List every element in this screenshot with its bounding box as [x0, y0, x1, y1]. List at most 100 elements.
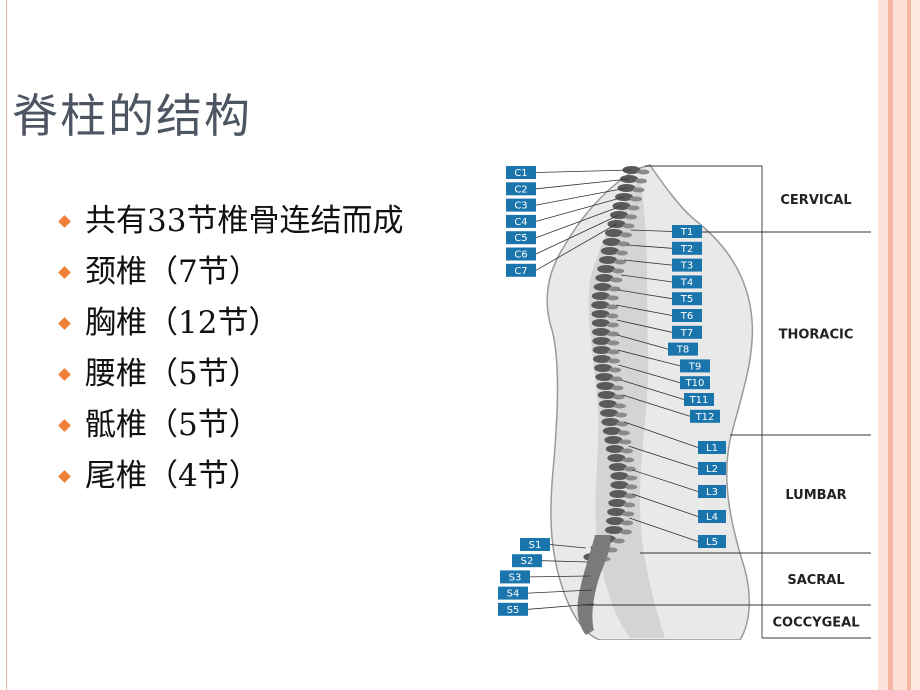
vertebra-body — [602, 427, 621, 435]
label-box — [506, 247, 536, 261]
vertebra-process — [625, 484, 638, 490]
vertebra-process — [607, 331, 620, 337]
vertebra-label-lumbar: L3 — [698, 485, 726, 498]
vertebra-label-cervical: C1 — [506, 166, 536, 179]
vertebra-process — [622, 511, 635, 517]
vertebra-process — [607, 340, 620, 346]
label-box — [506, 231, 536, 245]
label-text: C1 — [514, 168, 527, 179]
vertebra-body — [600, 247, 619, 255]
vertebra-process — [610, 277, 623, 283]
vertebra-body — [592, 337, 611, 345]
vertebra-process — [632, 187, 645, 193]
vertebra-process — [619, 232, 632, 238]
diamond-bullet-icon — [58, 317, 71, 330]
label-box — [506, 166, 536, 179]
thoracic-leader-line — [617, 349, 681, 367]
vertebra-body — [612, 202, 631, 210]
thoracic-leader-line — [616, 319, 673, 333]
vertebra-process — [617, 430, 630, 436]
thoracic-leader-line — [620, 274, 673, 283]
bullet-item: 尾椎（4节） — [58, 451, 403, 502]
region-bracket-coccygeal: COCCYGEAL — [580, 604, 871, 639]
label-text: T9 — [688, 361, 701, 372]
lumbar-leader-line — [632, 493, 699, 517]
vertebra-label-sacral: S5 — [498, 602, 528, 616]
label-box — [684, 393, 714, 406]
bullet-item: 胸椎（12节） — [58, 298, 403, 349]
thoracic-leader-line — [630, 229, 673, 232]
vertebra-body — [604, 229, 623, 237]
label-text: T10 — [685, 378, 705, 389]
region-label: THORACIC — [779, 328, 854, 343]
label-box — [698, 462, 726, 475]
lumbar-leader-line — [624, 421, 699, 448]
vertebra-process — [611, 385, 624, 391]
lumbar-leader-line — [628, 445, 699, 469]
region-bracket-lumbar: LUMBAR — [730, 434, 871, 554]
label-text: C5 — [514, 233, 527, 244]
vertebra-body — [607, 508, 626, 516]
vertebra-body — [591, 301, 610, 309]
label-box — [500, 570, 530, 584]
label-text: L2 — [706, 464, 718, 475]
vertebra-process — [624, 493, 637, 499]
thoracic-leader-line — [616, 304, 673, 316]
bullet-item: 颈椎（7节） — [58, 247, 403, 298]
thoracic-leader-line — [626, 244, 673, 249]
bullet-text: 胸椎（12节） — [85, 305, 280, 341]
vertebra-process — [625, 475, 638, 481]
bullet-item: 共有33节椎骨连结而成 — [58, 196, 403, 247]
label-text: S2 — [521, 556, 534, 567]
sacrum-shape — [577, 535, 611, 635]
vertebra-body — [607, 454, 626, 462]
sacral-leader-line — [541, 560, 589, 563]
vertebra-process — [612, 268, 625, 274]
label-box — [668, 342, 698, 356]
slide-frame-right-stripes — [876, 0, 920, 690]
diamond-bullet-icon — [58, 368, 71, 381]
sacral-leader-line — [527, 589, 593, 594]
vertebra-process — [606, 304, 619, 310]
vertebra-body — [599, 256, 617, 264]
region-bracket-cervical: CERVICAL — [645, 165, 871, 233]
vertebra-process — [612, 394, 625, 400]
label-box — [680, 376, 710, 390]
cervical-leader-line — [535, 169, 632, 173]
vertebra-process — [627, 205, 640, 211]
label-box — [690, 409, 720, 423]
label-text: L5 — [706, 537, 718, 548]
vertebra-body — [597, 391, 616, 399]
vertebra-process — [614, 259, 626, 265]
diamond-bullet-icon — [58, 266, 71, 279]
vertebra-process — [616, 421, 629, 427]
label-box — [672, 275, 702, 289]
vertebra-label-cervical: C4 — [506, 214, 536, 228]
vertebra-process — [622, 223, 635, 229]
label-box — [512, 554, 542, 568]
label-box — [672, 258, 702, 272]
vertebra-label-lumbar: L5 — [698, 535, 726, 548]
thoracic-leader-line — [620, 379, 685, 400]
label-text: S4 — [507, 589, 520, 600]
bullet-item: 腰椎（5节） — [58, 349, 403, 400]
thoracic-leader-line — [617, 289, 673, 300]
label-text: T7 — [680, 328, 693, 339]
label-text: C7 — [514, 266, 527, 277]
vertebra-body — [605, 526, 623, 534]
label-text: T3 — [680, 261, 693, 272]
vertebra-body — [592, 328, 611, 336]
vertebra-body — [617, 184, 636, 192]
vertebra-label-sacral: S4 — [498, 586, 528, 600]
vertebra-body — [591, 319, 610, 327]
label-box — [672, 309, 702, 322]
vertebra-label-thoracic: T11 — [684, 393, 714, 406]
vertebra-body — [595, 373, 614, 381]
bullet-text: 腰椎（5节） — [85, 356, 260, 392]
vertebra-body — [602, 238, 621, 246]
region-bracket-thoracic: THORACIC — [702, 231, 871, 436]
vertebra-label-cervical: C5 — [506, 231, 536, 245]
vertebra-process — [612, 538, 625, 544]
vertebra-body — [595, 274, 614, 282]
bullet-list: 共有33节椎骨连结而成 颈椎（7节） 胸椎（12节） 腰椎（5节） 骶椎（5节）… — [58, 196, 403, 502]
